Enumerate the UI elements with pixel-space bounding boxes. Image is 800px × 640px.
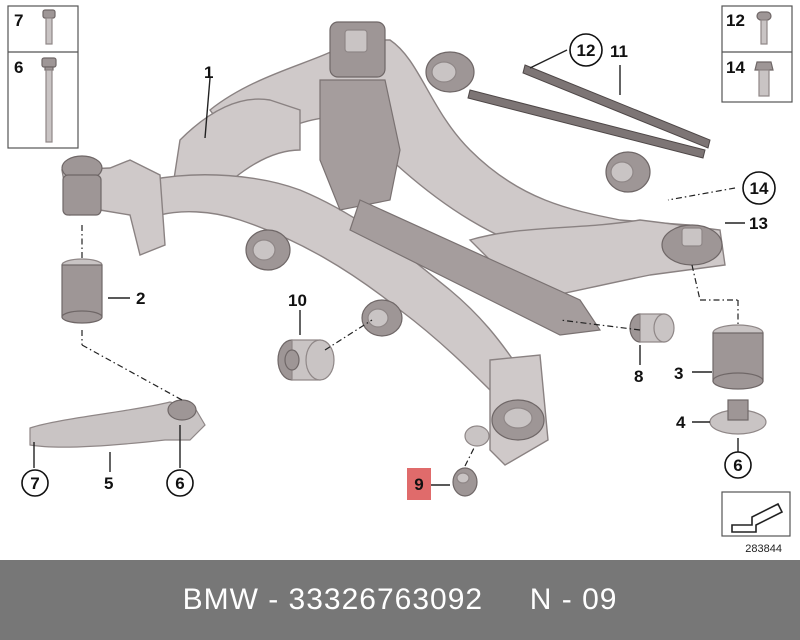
washer-4: [709, 399, 767, 435]
rubber-mount-2: [61, 258, 103, 324]
callout-2: 2: [136, 289, 145, 308]
svg-text:12: 12: [577, 41, 596, 60]
inset-callout-12: 12: [726, 11, 745, 30]
callout-6-circle-right: 6: [724, 451, 752, 479]
image-number: 283844: [745, 543, 782, 555]
circled-callouts: 7 6 6 12 14: [21, 33, 776, 497]
rear-subframe-exploded-diagram: 7 6 12 14: [7, 5, 793, 555]
left-front-mount: [61, 155, 166, 256]
callout-3: 3: [674, 364, 683, 383]
svg-text:6: 6: [733, 456, 742, 475]
lower-rear-mount: [464, 354, 549, 466]
callout-13: 13: [749, 214, 768, 233]
direction-arrow-icon: [731, 502, 784, 533]
svg-text:7: 7: [30, 474, 39, 493]
footer-bar: BMW - 33326763092 N - 09: [0, 560, 800, 640]
orientation-arrow-box: 283844: [721, 491, 791, 555]
bushing-9: [452, 467, 478, 497]
bushing-8: [629, 313, 675, 343]
callouts: 1 2 3 4 5 8 10 11 13: [104, 42, 768, 493]
callout-8: 8: [634, 367, 643, 386]
inset-callout-14: 14: [726, 58, 745, 77]
bushing-10: [277, 339, 335, 381]
nut-icon: [754, 61, 774, 97]
callout-11: 11: [610, 42, 628, 61]
bolt-inset-right: 12 14: [721, 5, 793, 103]
callout-1: 1: [204, 63, 213, 82]
inset-callout-7: 7: [14, 11, 23, 30]
screw-icon: [756, 11, 772, 45]
svg-text:14: 14: [750, 179, 769, 198]
lower-left-bushing-mounts: [245, 229, 403, 337]
leader-lines: [33, 49, 745, 486]
short-bolt-icon: [42, 9, 56, 45]
right-front-mount: [661, 224, 723, 266]
long-bolt-icon: [41, 57, 57, 143]
callout-5: 5: [104, 474, 113, 493]
bolt-inset-left: 7 6: [7, 5, 79, 149]
callout-7-circle: 7: [21, 469, 49, 497]
svg-text:6: 6: [175, 474, 184, 493]
callout-12-circle: 12: [569, 33, 603, 67]
upper-bushings: [425, 51, 651, 193]
callout-4: 4: [676, 413, 686, 432]
svg-text:9: 9: [414, 475, 423, 494]
callout-9-highlighted: 9: [407, 468, 431, 500]
strut-bars: [467, 64, 711, 159]
inset-callout-6: 6: [14, 58, 23, 77]
trailing-link-5: [29, 399, 206, 448]
rubber-mount-3: [712, 324, 764, 390]
callout-10: 10: [288, 291, 307, 310]
part-number-caption: BMW - 33326763092 N - 09: [182, 583, 618, 616]
callout-14-circle: 14: [742, 171, 776, 205]
rear-axle-subframe: [149, 21, 726, 402]
callout-6-circle-left: 6: [166, 469, 194, 497]
